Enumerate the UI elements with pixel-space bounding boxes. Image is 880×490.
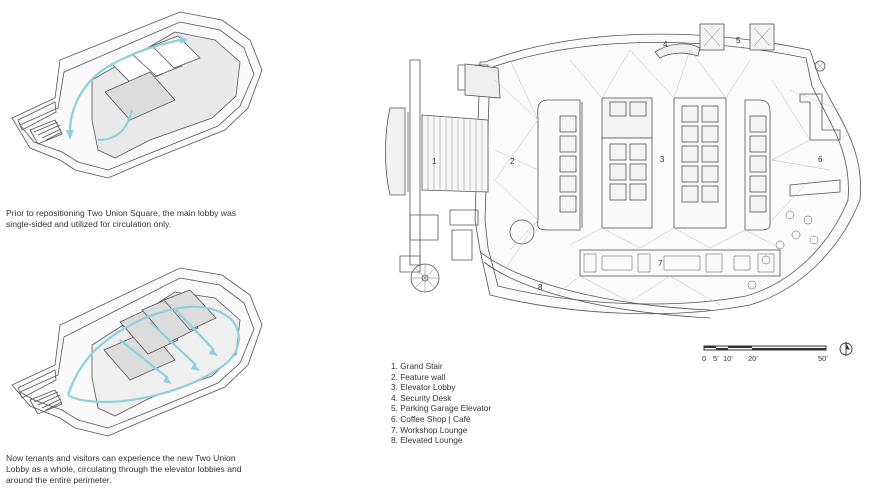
legend-item: 8. Elevated Lounge [391, 435, 463, 446]
plan-number-4: 4 [663, 40, 668, 49]
plan-number-7: 7 [658, 259, 663, 268]
legend-item: 2. Feature wall [391, 371, 446, 382]
scale-label-0: 0 [702, 354, 707, 363]
plan-number-2: 2 [510, 157, 515, 166]
scale-label-10: 10' [723, 354, 733, 363]
scale-label-50: 50' [818, 354, 828, 363]
legend-item: 3. Elevator Lobby [391, 382, 456, 393]
legend-item: 6. Coffee Shop | Café [391, 413, 471, 424]
legend-item: 1. Grand Stair [391, 361, 443, 371]
scale-label-20: 20' [748, 354, 758, 363]
lobby-after-axonometric [11, 267, 263, 437]
plan-legend: 1. Grand Stair 2. Feature wall 3. Elevat… [391, 361, 491, 446]
lobby-before-axonometric [11, 11, 263, 179]
caption-before: Prior to repositioning Two Union Square,… [6, 208, 237, 229]
plan-number-8: 8 [538, 283, 543, 292]
legend-item: 5. Parking Garage Elevator [391, 403, 492, 414]
caption-after: Now tenants and visitors can experience … [6, 453, 242, 485]
north-arrow-icon [839, 342, 853, 356]
scale-label-5: 5' [713, 354, 719, 363]
legend-item: 4. Security Desk [391, 392, 452, 403]
floor-plan: 1 2 3 4 5 6 7 8 [385, 23, 862, 319]
plan-number-3: 3 [660, 155, 665, 164]
scale-bar [703, 345, 827, 351]
plan-number-5: 5 [736, 36, 741, 45]
plan-number-6: 6 [818, 155, 823, 164]
plan-number-1: 1 [432, 157, 437, 166]
legend-item: 7. Workshop Lounge [391, 424, 468, 435]
